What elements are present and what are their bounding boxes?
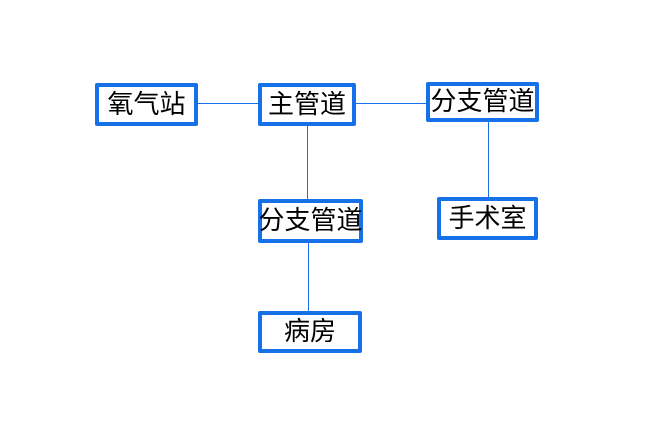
node-oxygen-station: 氧气站 bbox=[95, 83, 198, 126]
node-branch-pipeline-middle-label: 分支管道 bbox=[258, 206, 363, 235]
node-branch-pipeline-top: 分支管道 bbox=[426, 82, 539, 122]
edge-main-pipeline-to-branch-pipeline-middle bbox=[307, 126, 308, 199]
edge-main-pipeline-to-branch-pipeline-top bbox=[356, 103, 426, 104]
edge-oxygen-station-to-main-pipeline bbox=[198, 103, 258, 104]
node-ward: 病房 bbox=[258, 311, 362, 353]
node-branch-pipeline-middle: 分支管道 bbox=[258, 199, 363, 243]
node-main-pipeline-label: 主管道 bbox=[267, 89, 346, 119]
node-oxygen-station-label: 氧气站 bbox=[107, 89, 186, 119]
node-operating-room-label: 手术室 bbox=[448, 203, 527, 233]
edge-branch-pipeline-middle-to-ward bbox=[308, 243, 309, 311]
node-ward-label: 病房 bbox=[283, 317, 336, 346]
node-operating-room: 手术室 bbox=[437, 197, 538, 240]
node-main-pipeline: 主管道 bbox=[258, 83, 356, 126]
node-branch-pipeline-top-label: 分支管道 bbox=[430, 87, 535, 116]
edge-branch-pipeline-top-to-operating-room bbox=[488, 122, 489, 197]
